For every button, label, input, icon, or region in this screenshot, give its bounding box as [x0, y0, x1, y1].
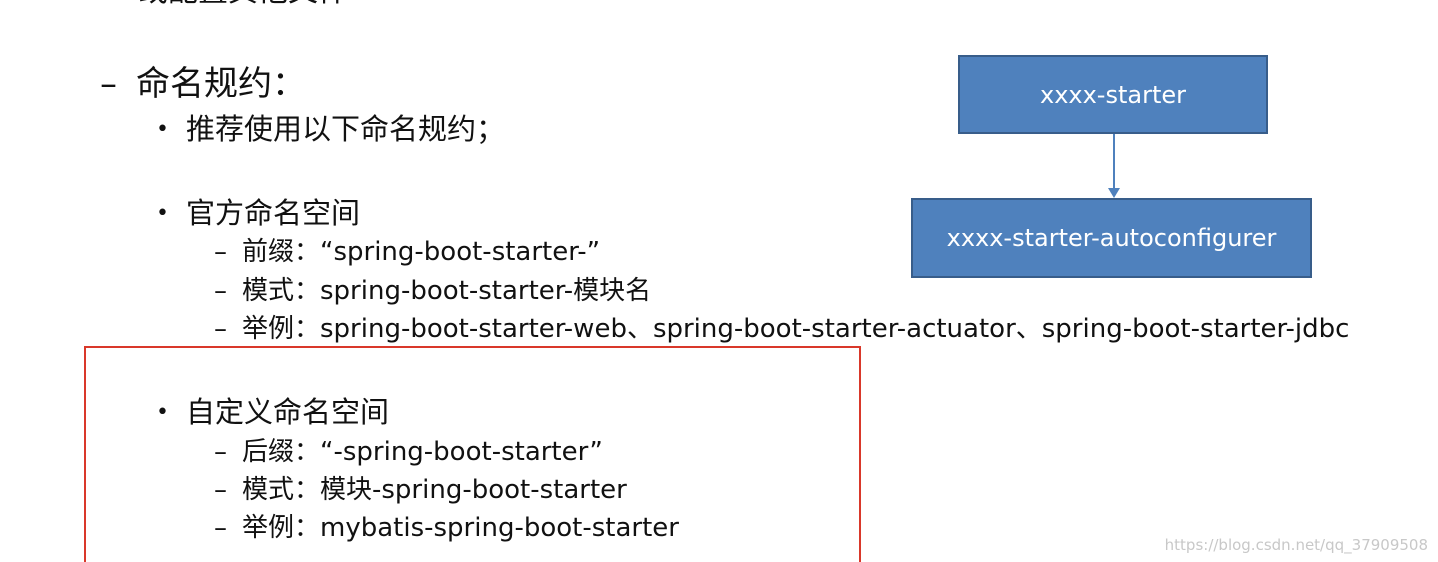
bullet-icon: •	[156, 117, 169, 142]
custom-title: 自定义命名空间	[186, 395, 390, 429]
custom-pattern: –模式：模块-spring-boot-starter	[214, 473, 627, 507]
dependency-connector	[1113, 134, 1115, 190]
autoconfigurer-box: xxxx-starter-autoconfigurer	[911, 198, 1312, 278]
sub-dash: –	[214, 513, 227, 543]
custom-namespace-highlight	[84, 346, 861, 562]
recommend-text: 推荐使用以下命名规约；	[186, 112, 506, 146]
sub-dash: –	[214, 314, 227, 344]
heading-text: 命名规约：	[136, 64, 306, 104]
arrow-down-icon	[1108, 188, 1120, 198]
starter-box: xxxx-starter	[958, 55, 1268, 134]
custom-suffix: –后缀：“-spring-boot-starter”	[214, 435, 603, 469]
bullet-icon: •	[156, 201, 169, 226]
bullet-icon: •	[156, 400, 169, 425]
watermark: https://blog.csdn.net/qq_37909508	[1164, 536, 1428, 554]
heading-dash: –	[100, 64, 117, 104]
custom-example: –举例：mybatis-spring-boot-starter	[214, 511, 679, 545]
bullet-recommend: • 推荐使用以下命名规约；	[156, 110, 505, 149]
official-pattern-text: 模式：spring-boot-starter-模块名	[242, 276, 652, 306]
custom-example-text: 举例：mybatis-spring-boot-starter	[242, 513, 679, 543]
sub-dash: –	[214, 475, 227, 505]
official-example-text: 举例：spring-boot-starter-web、spring-boot-s…	[242, 314, 1350, 344]
naming-convention-heading: –命名规约：	[100, 62, 306, 106]
official-prefix-text: 前缀：“spring-boot-starter-”	[242, 237, 601, 267]
sub-dash: –	[214, 237, 227, 267]
custom-pattern-text: 模式：模块-spring-boot-starter	[242, 475, 627, 505]
bullet-official-namespace: • 官方命名空间	[156, 194, 360, 233]
official-title: 官方命名空间	[186, 196, 361, 230]
official-example: –举例：spring-boot-starter-web、spring-boot-…	[214, 312, 1349, 346]
custom-suffix-text: 后缀：“-spring-boot-starter”	[242, 437, 603, 467]
official-prefix: –前缀：“spring-boot-starter-”	[214, 235, 600, 269]
official-pattern: –模式：spring-boot-starter-模块名	[214, 274, 651, 308]
sub-dash: –	[214, 437, 227, 467]
cut-off-text: 或配置其他文件	[138, 0, 348, 12]
sub-dash: –	[214, 276, 227, 306]
bullet-custom-namespace: • 自定义命名空间	[156, 393, 389, 432]
